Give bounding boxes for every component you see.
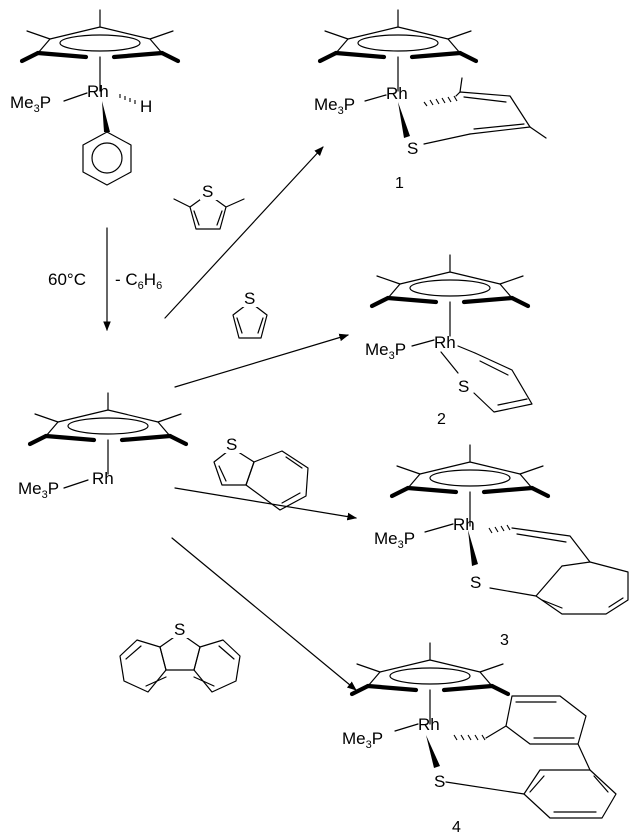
rh-label: Rh xyxy=(453,515,475,534)
compound-number-3: 3 xyxy=(500,632,509,649)
arrow-to-2 xyxy=(174,333,349,388)
compound-number-4: 4 xyxy=(452,819,461,836)
phenyl-wedge-bond xyxy=(102,101,110,132)
rh-label: Rh xyxy=(92,469,114,488)
arrow-to-3 xyxy=(174,487,357,521)
condition-benzene-loss: - C6H6 xyxy=(115,270,162,292)
sulfur-label: S xyxy=(470,573,481,592)
condition-temperature: 60°C xyxy=(48,270,86,289)
hashed-bond xyxy=(488,524,511,534)
rh-label: Rh xyxy=(87,82,109,101)
phenyl-ring xyxy=(82,131,132,186)
dibenzothiophene-reagent: S xyxy=(119,618,241,693)
compound-number-2: 2 xyxy=(437,411,446,428)
sulfur-label: S xyxy=(244,289,255,308)
rh-label: Rh xyxy=(418,715,440,734)
pme3-label: Me3P xyxy=(374,529,415,551)
product-3: Me3P Rh S 3 xyxy=(374,445,629,649)
dimethylthiophene-reagent: S xyxy=(173,180,245,230)
compound-number-1: 1 xyxy=(395,175,404,192)
sulfur-label: S xyxy=(434,772,445,791)
pme3-label: Me3P xyxy=(314,95,355,117)
pme3-label: Me3P xyxy=(18,479,59,501)
hashed-bond xyxy=(423,95,458,107)
hashed-bond xyxy=(453,734,486,741)
product-4: Me3P Rh S 4 xyxy=(342,643,617,836)
wedge-bond xyxy=(398,102,410,138)
arrow-to-1 xyxy=(164,146,324,319)
product-1: Me3P Rh S 1 xyxy=(314,10,547,192)
pme3-label: Me3P xyxy=(342,729,383,751)
benzothiophene-reagent: S xyxy=(213,433,309,511)
arrow-to-4 xyxy=(171,537,357,691)
pme3-label: Me3P xyxy=(10,93,51,115)
sulfur-label: S xyxy=(202,182,213,201)
pme3-label: Me3P xyxy=(365,340,406,362)
sulfur-label: S xyxy=(407,139,418,158)
sulfur-label: S xyxy=(458,377,469,396)
sulfur-label: S xyxy=(226,435,237,454)
thiophene-reagent: S xyxy=(232,287,268,339)
wedge-bond xyxy=(468,530,478,566)
intermediate-complex: Me3P Rh xyxy=(18,393,186,501)
hydride-label: H xyxy=(140,97,152,116)
product-2: Me3P Rh S 2 xyxy=(365,255,533,428)
hydride-hashed-bond xyxy=(119,94,136,104)
rh-label: Rh xyxy=(386,84,408,103)
wedge-bond xyxy=(426,735,440,768)
starting-complex: Me3P Rh H xyxy=(10,10,178,186)
rh-label: Rh xyxy=(434,333,456,352)
sulfur-label: S xyxy=(174,620,185,639)
